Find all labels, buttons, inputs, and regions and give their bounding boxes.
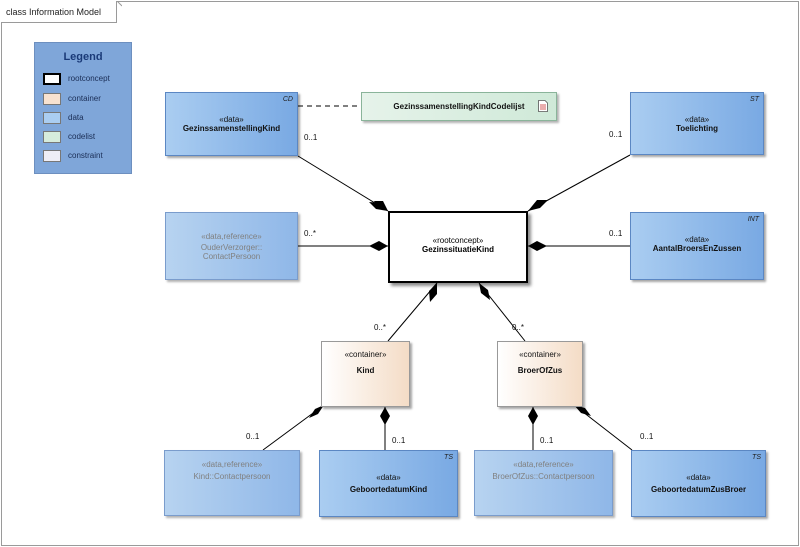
class-name: GezinssamenstellingKindCodelijst xyxy=(393,102,525,111)
node-root-gezinssituatie-kind[interactable]: «rootconcept» GezinssituatieKind xyxy=(388,211,528,283)
type-tag: INT xyxy=(747,216,759,223)
stereotype: «data,reference» xyxy=(513,460,574,469)
legend-swatch-container xyxy=(43,93,61,105)
diamond-geboortebroer xyxy=(574,405,591,416)
stereotype: «data» xyxy=(219,115,244,124)
multiplicity-label: 0..1 xyxy=(392,436,406,445)
frame-tab-corner xyxy=(116,1,122,7)
multiplicity-label: 0..* xyxy=(304,229,317,238)
class-name: Kind::Contactpersoon xyxy=(193,472,271,481)
stereotype: «rootconcept» xyxy=(432,236,484,245)
type-tag: CD xyxy=(282,96,293,103)
multiplicity-label: 0..1 xyxy=(609,130,623,139)
multiplicity-label: 0..1 xyxy=(540,436,554,445)
diagram-title: class Information Model xyxy=(1,1,117,23)
node-gezinssamenstelling-kind[interactable]: CD «data» GezinssamenstellingKind xyxy=(165,92,298,156)
diamond-gezinssamenstelling-b xyxy=(369,202,388,211)
node-ouder-verzorger[interactable]: «data,reference» OuderVerzorger:: Contac… xyxy=(165,212,298,280)
node-geboortedatum-zusbroer[interactable]: TS «data» GeboortedatumZusBroer xyxy=(631,450,766,517)
class-name-line2: ContactPersoon xyxy=(202,252,261,261)
stereotype: «data,reference» xyxy=(201,232,262,241)
legend-swatch-data xyxy=(43,112,61,124)
legend-swatch-constraint xyxy=(43,150,61,162)
stereotype: «data» xyxy=(684,115,710,124)
legend-swatch-codelist xyxy=(43,131,61,143)
node-broerofzus-contactpersoon[interactable]: «data,reference» BroerOfZus::Contactpers… xyxy=(474,450,613,516)
class-name: Toelichting xyxy=(675,124,719,133)
legend-label: codelist xyxy=(68,132,96,141)
class-name-line1: OuderVerzorger:: xyxy=(200,243,263,252)
legend-label: container xyxy=(68,94,101,103)
legend-label: rootconcept xyxy=(68,74,110,83)
multiplicity-label: 0..* xyxy=(512,323,525,332)
node-codelijst[interactable]: GezinssamenstellingKindCodelijst xyxy=(361,92,557,121)
type-tag: ST xyxy=(750,96,759,103)
edge-gezinssamenstelling xyxy=(297,155,389,212)
node-container-broerofzus[interactable]: «container» BroerOfZus xyxy=(497,341,583,407)
node-container-kind[interactable]: «container» Kind xyxy=(321,341,410,407)
stereotype: «data» xyxy=(376,473,401,482)
class-name: GeboortedatumKind xyxy=(349,485,428,494)
node-geboortedatum-kind[interactable]: TS «data» GeboortedatumKind xyxy=(319,450,458,517)
stereotype: «data» xyxy=(684,235,710,244)
diamond-ouder xyxy=(369,241,388,251)
multiplicity-label: 0..1 xyxy=(246,432,260,441)
type-tag: TS xyxy=(444,454,453,461)
class-name: AantalBroersEnZussen xyxy=(652,244,742,253)
type-tag: TS xyxy=(752,454,761,461)
node-aantal-broers[interactable]: INT «data» AantalBroersEnZussen xyxy=(630,212,764,280)
legend-label: data xyxy=(68,113,84,122)
class-name: BroerOfZus xyxy=(517,366,563,375)
multiplicity-label: 0..* xyxy=(374,323,387,332)
multiplicity-label: 0..1 xyxy=(609,229,623,238)
diamond-aantal xyxy=(528,241,547,251)
stereotype: «data,reference» xyxy=(201,460,263,469)
document-icon xyxy=(538,100,548,112)
stereotype: «container» xyxy=(519,350,561,359)
diamond-toelichting xyxy=(528,200,548,211)
class-name: GeboortedatumZusBroer xyxy=(650,485,747,494)
class-name: GezinssituatieKind xyxy=(421,245,494,254)
class-name: BroerOfZus::Contactpersoon xyxy=(492,472,595,481)
multiplicity-label: 0..1 xyxy=(640,432,654,441)
multiplicity-label: 0..1 xyxy=(304,133,318,142)
diamond-broer xyxy=(479,283,490,300)
legend: Legend rootconcept container data codeli… xyxy=(34,42,132,174)
node-kind-contactpersoon[interactable]: «data,reference» Kind::Contactpersoon xyxy=(164,450,300,516)
diamond-kind xyxy=(429,283,437,302)
node-toelichting[interactable]: ST «data» Toelichting xyxy=(630,92,764,155)
legend-swatch-rootconcept xyxy=(43,73,61,85)
diamond-broercontact xyxy=(528,407,538,425)
legend-title: Legend xyxy=(63,51,103,63)
class-name: GezinssamenstellingKind xyxy=(182,124,281,133)
stereotype: «container» xyxy=(344,350,387,359)
edge-kind xyxy=(387,282,438,342)
diamond-geboortekind xyxy=(380,407,390,425)
class-name: Kind xyxy=(356,366,375,375)
stereotype: «data» xyxy=(686,473,711,482)
diamond-kindcontact xyxy=(309,405,324,418)
legend-label: constraint xyxy=(68,151,103,160)
